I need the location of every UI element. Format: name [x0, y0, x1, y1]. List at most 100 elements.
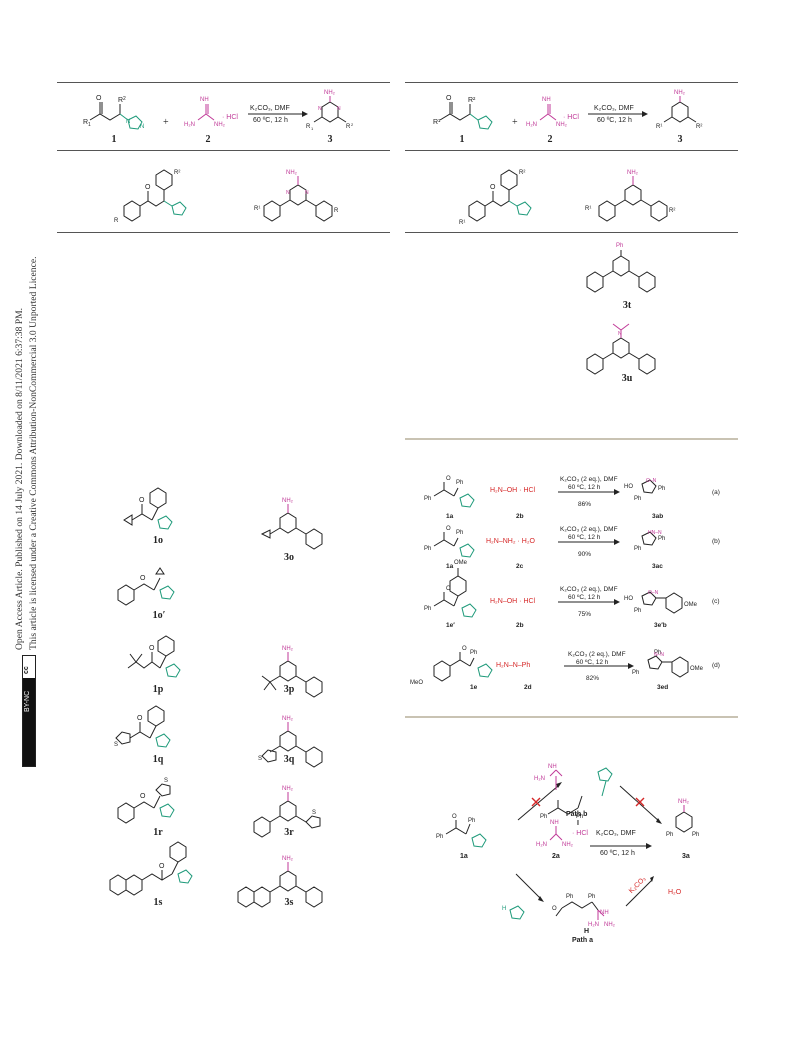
- left-entry-3s: 3s: [284, 897, 294, 908]
- scheme3-product: 3a: [682, 853, 690, 860]
- right-scheme-label-3: 3: [677, 134, 683, 145]
- right-table-top-rule: [405, 82, 738, 83]
- left-entry-1r: 1r: [153, 827, 163, 838]
- svg-text:O–N: O–N: [648, 590, 659, 596]
- svg-text:S: S: [164, 778, 168, 784]
- scheme2-row-c-cond-top: K₂CO₃ (2 eq.), DMF: [560, 586, 618, 593]
- right-scheme-plus: +: [512, 117, 518, 128]
- svg-text:O: O: [446, 95, 452, 102]
- svg-text:NH₂: NH₂: [214, 122, 226, 128]
- left-entry-1o-prime: 1o′: [152, 610, 166, 621]
- right-entry-3t-substituent: Ph: [616, 243, 623, 249]
- scheme3-hcl: · HCl: [572, 830, 588, 837]
- scheme3-path-a: Path a: [572, 937, 594, 944]
- scheme2-row-a-reagent: H₂N–OH · HCl: [490, 487, 536, 494]
- svg-text:O: O: [159, 863, 165, 870]
- svg-text:NH₂: NH₂: [282, 498, 294, 504]
- left-scheme-cond-bottom: 60 ºC, 12 h: [253, 117, 288, 124]
- left-scheme-plus: +: [163, 117, 169, 128]
- svg-text:O: O: [446, 476, 451, 482]
- scheme3-cond-bottom: 60 ºC, 12 h: [600, 850, 635, 857]
- scheme2-row-b-reagent-label: 2c: [516, 563, 524, 570]
- scheme2-row-d-cond-top: K₂CO₃ (2 eq.), DMF: [568, 651, 626, 658]
- svg-text:Ph: Ph: [456, 530, 463, 536]
- scheme2-ome: OMe: [454, 560, 468, 566]
- svg-text:H₂N: H₂N: [588, 922, 599, 928]
- scheme2-row-a-cond-top: K₂CO₃ (2 eq.), DMF: [560, 476, 618, 483]
- right-entry-3t: 3t: [622, 300, 632, 311]
- sidebar-license-line-1: Open Access Article. Published on 14 Jul…: [14, 307, 25, 650]
- svg-text:H₂N: H₂N: [184, 122, 195, 128]
- svg-text:NH₂: NH₂: [282, 856, 294, 862]
- scheme2-row-a-substrate: 1a: [446, 513, 454, 520]
- scheme2-row-a-tag: (a): [712, 489, 720, 496]
- svg-text:NH₂: NH₂: [282, 786, 294, 792]
- svg-text:Ph: Ph: [692, 832, 699, 838]
- scheme2-row-d-reagent: H₂N–N–Ph: [496, 662, 531, 669]
- svg-text:N: N: [286, 190, 290, 196]
- svg-text:R¹: R¹: [656, 124, 662, 130]
- svg-text:S: S: [258, 756, 262, 762]
- cc-license-badge[interactable]: [22, 655, 36, 767]
- svg-text:R²: R²: [669, 208, 675, 214]
- svg-text:NH₂: NH₂: [282, 716, 294, 722]
- right-scheme-reaction: R¹ O R² NH H₂N NH₂ NH₂ R¹ R²: [433, 90, 702, 130]
- left-entry-3p: 3p: [283, 684, 295, 695]
- scheme2-row-d-product: 3ed: [657, 684, 669, 691]
- left-entry-3q: 3q: [283, 754, 295, 765]
- svg-text:Ph: Ph: [588, 894, 595, 900]
- left-entry-1p: 1p: [152, 684, 164, 695]
- svg-text:N: N: [337, 106, 341, 112]
- svg-text:Ph: Ph: [666, 832, 673, 838]
- svg-text:HN–N: HN–N: [648, 530, 662, 536]
- svg-text:Ph: Ph: [634, 546, 641, 552]
- left-entry-1q: 1q: [152, 754, 164, 765]
- scheme2-row-b-tag: (b): [712, 538, 720, 545]
- svg-text:R¹: R¹: [433, 119, 441, 126]
- cc-badge-label: cc: [23, 666, 30, 674]
- scheme2-row-c-reagent: H₂N–OH · HCl: [490, 598, 536, 605]
- scheme3-path-b-label: Path b: [566, 811, 588, 818]
- svg-text:NH₂: NH₂: [627, 170, 639, 176]
- left-entry-1o: 1o: [153, 535, 163, 546]
- svg-text:N: N: [618, 331, 622, 337]
- cc-badge-text: BY-NC: [24, 690, 31, 712]
- scheme2-row-a-reagent-label: 2b: [516, 513, 524, 520]
- scheme2-row-c-substrate: 1e′: [446, 622, 455, 629]
- right-table-sub-rule: [405, 232, 738, 233]
- svg-text:OMe: OMe: [690, 666, 704, 672]
- svg-text:NH₂: NH₂: [674, 90, 686, 96]
- scheme2-row-b-reagent: H₂N–NH₂ · H₂O: [486, 538, 535, 545]
- scheme2-row-d-substrate: 1e: [470, 684, 478, 691]
- scheme2-top-rule: [405, 438, 738, 440]
- svg-text:Ph: Ph: [470, 650, 477, 656]
- svg-text:O–N: O–N: [646, 478, 657, 484]
- svg-text:OMe: OMe: [684, 602, 698, 608]
- scheme3-intermediate-I: I: [577, 820, 579, 827]
- svg-text:S: S: [312, 810, 316, 816]
- svg-text:NH: NH: [542, 97, 551, 103]
- scheme2-row-c-product: 3e′b: [654, 622, 667, 629]
- svg-text:NH₂: NH₂: [286, 170, 298, 176]
- scheme2-row-d-yield: 82%: [586, 675, 600, 682]
- svg-text:R²: R²: [519, 170, 525, 176]
- svg-text:NH₂: NH₂: [562, 842, 574, 848]
- scheme3-intermediate-H: H: [584, 928, 590, 935]
- left-scheme-label-2: 2: [205, 134, 211, 145]
- scheme2-row-a-yield: 86%: [578, 501, 592, 508]
- svg-text:Ph: Ph: [632, 670, 639, 676]
- scheme2-row-d-reagent-label: 2d: [524, 684, 532, 691]
- right-entry-structures: Ph N: [586, 243, 656, 375]
- svg-text:N: N: [126, 119, 130, 125]
- svg-text:NH₂: NH₂: [282, 646, 294, 652]
- svg-text:R¹: R¹: [585, 206, 591, 212]
- svg-text:1: 1: [88, 122, 91, 128]
- svg-text:2: 2: [351, 122, 354, 127]
- left-scheme-hcl: · HCl: [222, 114, 238, 121]
- scheme3-h2o: H₂O: [668, 889, 682, 896]
- svg-text:O: O: [149, 645, 155, 652]
- svg-text:R: R: [118, 97, 123, 104]
- svg-text:O: O: [552, 906, 557, 912]
- svg-text:N: N: [318, 106, 322, 112]
